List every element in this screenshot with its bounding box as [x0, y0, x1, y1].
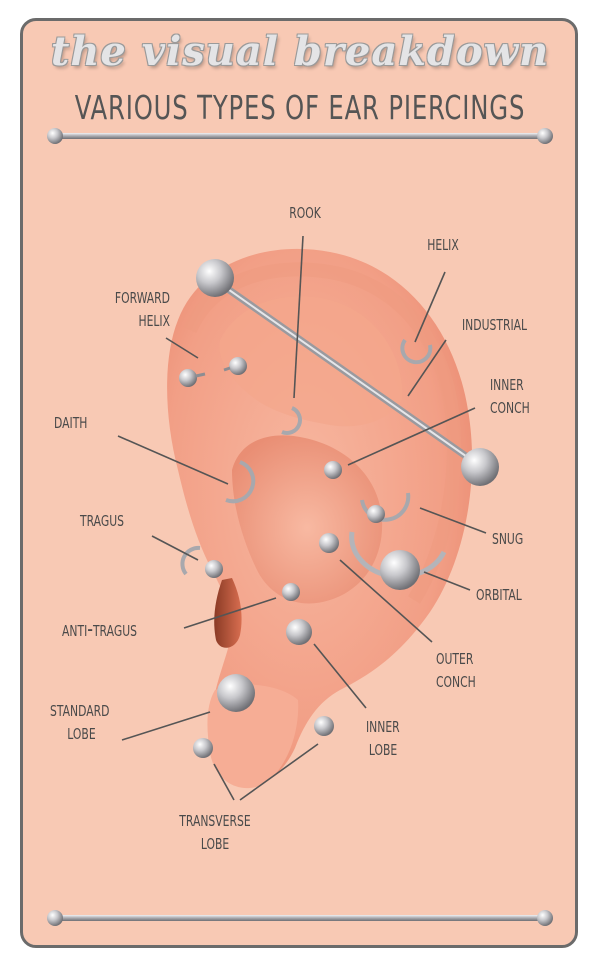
ear-illustration [167, 248, 473, 789]
label-transverse-lobe: TransverseLobe [179, 807, 251, 855]
leader-forward-helix [165, 337, 199, 359]
label-standard-lobe: StandardLobe [50, 697, 110, 745]
top-divider-bar [47, 128, 553, 144]
leader-orbital [423, 571, 471, 591]
leader-daith [117, 435, 229, 485]
inner-lobe-top-stud [286, 619, 312, 645]
label-inner-conch: InnerConch [490, 371, 530, 419]
label-anti-tragus: Anti-Tragus [62, 617, 137, 642]
forward-helix-studs [179, 357, 247, 387]
helix-ring [400, 338, 433, 365]
industrial-barbell [196, 259, 499, 486]
leader-transverse-lobe-b [239, 743, 319, 801]
rook-ring [281, 406, 302, 435]
title-script: the visual breakdown [50, 28, 550, 75]
orbital-ring [349, 531, 447, 590]
label-forward-helix: ForwardHelix [114, 284, 170, 332]
transverse-lobe-stud [193, 738, 213, 758]
label-snug: Snug [492, 525, 524, 550]
standard-lobe-stud [217, 674, 255, 712]
daith-ring [225, 460, 256, 504]
leader-transverse-lobe-a [213, 763, 235, 801]
leader-industrial [407, 339, 447, 397]
label-orbital: Orbital [476, 581, 522, 606]
leader-snug [419, 507, 487, 534]
label-tragus: Tragus [80, 507, 124, 532]
bottom-divider-bar [47, 910, 553, 926]
label-outer-conch: OuterConch [436, 645, 476, 693]
leader-anti-tragus [183, 597, 277, 629]
label-inner-lobe: InnerLobe [366, 713, 400, 761]
label-rook: Rook [289, 199, 321, 224]
leader-rook [293, 235, 304, 399]
leader-lines [117, 235, 487, 801]
leader-outer-conch [339, 559, 433, 643]
label-industrial: Industrial [462, 311, 528, 336]
label-daith: Daith [54, 409, 88, 434]
label-helix: Helix [427, 231, 459, 256]
leader-inner-lobe [313, 643, 367, 709]
leader-standard-lobe [121, 711, 211, 741]
inner-conch-stud [324, 461, 342, 479]
snug-ring [360, 492, 411, 523]
leader-helix [414, 271, 446, 343]
outer-conch-stud [319, 533, 339, 553]
tragus-ring [180, 545, 223, 578]
leader-inner-conch [347, 407, 476, 466]
page-title: VARIOUS TYPES OF EAR PIERCINGS [74, 88, 526, 127]
anti-tragus-stud [282, 583, 300, 601]
leader-tragus [151, 535, 199, 561]
inner-lobe-stud [314, 716, 334, 736]
